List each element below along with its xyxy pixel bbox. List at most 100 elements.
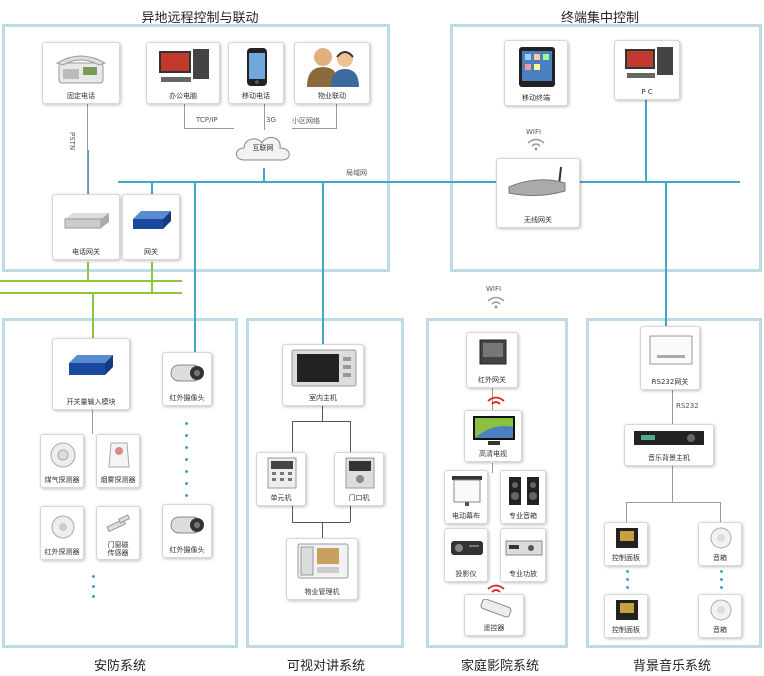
rs232-line [672, 390, 673, 424]
intercom-tree-right [350, 421, 351, 453]
pro-speaker-card: 专业音箱 [500, 470, 546, 524]
internet-cloud: 互联网 [232, 130, 294, 166]
remote-control-label: 遥控器 [483, 624, 505, 632]
gas-detector-card: 煤气探测器 [40, 434, 84, 488]
terminal-control-title: 终端集中控制 [560, 11, 639, 26]
music-tree-r [720, 502, 721, 522]
smoke-detector-card: 烟雾探测器 [96, 434, 140, 488]
camera-dots [185, 470, 188, 473]
intercom-tree-mid [322, 405, 323, 421]
detector-icon [49, 513, 77, 545]
pstn-label: PSTN [68, 132, 76, 151]
phone-gateway-card: 电话网关 [52, 194, 120, 260]
door-sensor-icon [105, 513, 133, 539]
electric-screen-card: 电动幕布 [444, 470, 488, 524]
indoor-unit-label: 室内主机 [309, 394, 337, 402]
projector-icon [449, 537, 485, 563]
rs232-label: RS232 [676, 402, 699, 410]
ceiling-speaker-icon [709, 599, 733, 625]
ir-camera-1-label: 红外摄像头 [169, 394, 205, 402]
desktop-computer-icon [623, 45, 675, 85]
ir-camera-2-card: 红外摄像头 [162, 504, 212, 558]
tcpip-label: TCP/IP [196, 116, 218, 124]
music-panel [586, 318, 762, 648]
pc-card: P C [614, 40, 680, 100]
cinema-line-1 [492, 366, 493, 410]
door-sensor-card: 门窗磁 传感器 [96, 506, 140, 560]
intercom-tree-top [292, 421, 350, 422]
wireless-gateway-label: 无线网关 [524, 216, 552, 224]
amplifier-icon [505, 539, 543, 563]
door-unit-label: 门口机 [348, 494, 370, 502]
lan-bus-line [118, 181, 740, 183]
lan-label: 局域网 [346, 169, 367, 177]
wifi-mid-icon [484, 294, 508, 309]
control-panel-2-label: 控制面板 [612, 626, 640, 634]
desktop-computer-icon [157, 47, 211, 89]
wireless-router-icon [507, 165, 571, 203]
music-host-card: 音乐背景主机 [624, 424, 714, 466]
door-unit-card: 门口机 [334, 452, 384, 506]
ir-gateway-label: 红外网关 [478, 376, 506, 384]
telephone-icon [55, 49, 109, 89]
camera-icon [169, 359, 207, 389]
3g-label: 3G [266, 116, 276, 124]
music-dots [626, 586, 629, 589]
security-title: 安防系统 [93, 659, 146, 674]
pro-speaker-label: 专业音箱 [509, 512, 537, 520]
music-dots [626, 578, 629, 581]
wifi-top-label: WIFI [526, 128, 542, 136]
green-v-gw [151, 262, 153, 294]
music-line [665, 181, 667, 327]
unit-unit-label: 单元机 [270, 494, 292, 502]
camera-dots [185, 434, 188, 437]
detector-icon [49, 441, 77, 473]
projector-card: 投影仪 [444, 528, 488, 582]
camera-dots [185, 494, 188, 497]
music-dots [720, 578, 723, 581]
tablet-icon [517, 45, 557, 93]
music-host-icon [633, 429, 705, 453]
gateway-label: 网关 [144, 248, 158, 256]
speaker-icon [507, 475, 541, 511]
cinema-line-2 [492, 463, 493, 473]
music-tree-mid [672, 466, 673, 502]
wifi-mid-label: WIFI [486, 285, 502, 293]
control-panel-2-card: 控制面板 [604, 594, 648, 638]
ir-detector-label: 红外探测器 [44, 548, 80, 556]
ir-box-icon [479, 339, 507, 369]
property-mgmt-label: 物业管理机 [304, 588, 340, 596]
security-dots [92, 575, 95, 578]
gateway-card: 网关 [122, 194, 180, 260]
control-panel-1-card: 控制面板 [604, 522, 648, 566]
phone-gw-uplink [87, 150, 89, 194]
people-icon [305, 45, 361, 91]
camera-dots [185, 482, 188, 485]
tcpip-h-line [184, 128, 234, 129]
ir-camera-2-label: 红外摄像头 [169, 546, 205, 554]
input-module-icon [67, 353, 115, 381]
fixed-phone-card: 固定电话 [42, 42, 120, 104]
property-link-label: 物业联动 [318, 92, 346, 100]
wireless-gateway-card: 无线网关 [496, 158, 580, 228]
cinema-title: 家庭影院系统 [460, 659, 539, 674]
speaker-2-card: 音箱 [698, 594, 742, 638]
camera-icon [169, 511, 207, 541]
tv-icon [472, 415, 516, 451]
remote-control-card: 遥控器 [464, 594, 524, 636]
projector-label: 投影仪 [455, 570, 477, 578]
mobile-phone-card: 移动电话 [228, 42, 284, 104]
router-box-icon [63, 213, 109, 233]
remote-control-icon [477, 598, 513, 625]
music-host-label: 音乐背景主机 [648, 454, 690, 462]
ir-signal-icon-2 [484, 580, 508, 594]
green-bus-1 [0, 280, 182, 282]
internet-label: 互联网 [252, 144, 274, 152]
office-pc-label: 办公电脑 [169, 92, 197, 100]
hd-tv-card: 高清电视 [464, 410, 522, 462]
mobile-terminal-card: 移动终端 [504, 40, 568, 106]
music-title: 背景音乐系统 [632, 659, 711, 674]
rs232-gateway-card: RS232网关 [640, 326, 700, 390]
community-h-line [292, 128, 337, 129]
indoor-monitor-icon [291, 349, 357, 391]
